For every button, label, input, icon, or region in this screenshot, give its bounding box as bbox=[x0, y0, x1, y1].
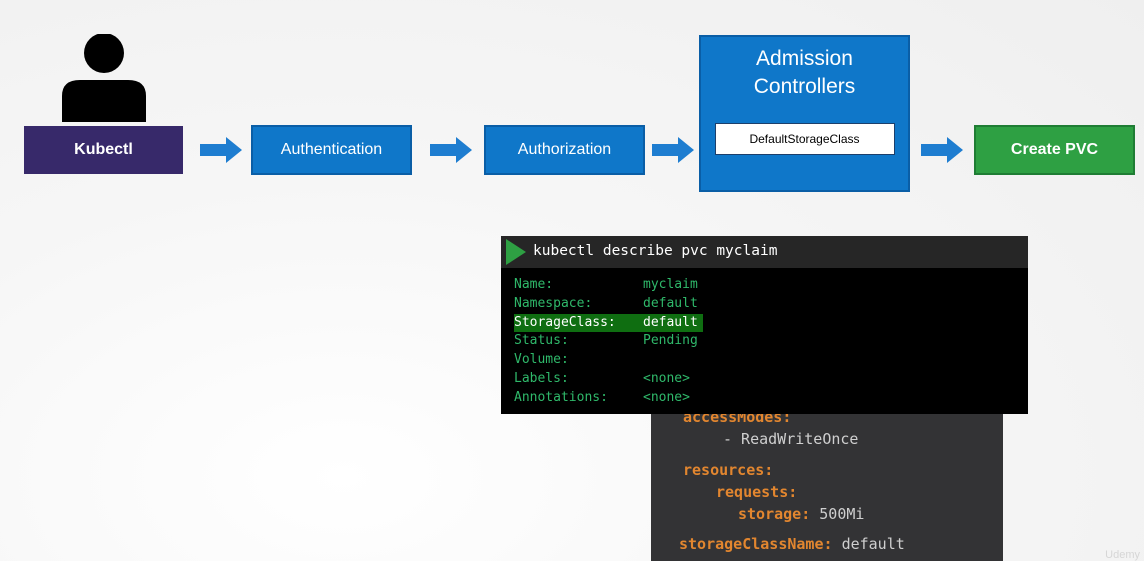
terminal-row: Volume: bbox=[514, 352, 569, 368]
yaml-line-storage: storage: 500Mi bbox=[738, 505, 865, 523]
authorization-box: Authorization bbox=[484, 125, 645, 175]
create-pvc-label: Create PVC bbox=[1010, 141, 1099, 158]
terminal-row: Name:myclaim bbox=[514, 277, 698, 292]
play-icon bbox=[506, 239, 526, 265]
terminal-row: Status:Pending bbox=[514, 333, 698, 349]
user-icon bbox=[62, 34, 146, 122]
kubectl-box: Kubectl bbox=[24, 126, 183, 174]
default-storage-class-box: DefaultStorageClass bbox=[714, 123, 895, 155]
admission-controllers-box: Admission Controllers DefaultStorageClas… bbox=[699, 35, 910, 192]
authorization-label: Authorization bbox=[517, 141, 612, 158]
yaml-line-requests: requests: bbox=[716, 483, 798, 501]
default-storage-class-label: DefaultStorageClass bbox=[749, 132, 860, 146]
watermark: Udemy bbox=[1105, 549, 1140, 561]
terminal-row: Labels:<none> bbox=[514, 370, 690, 386]
terminal-window: kubectl describe pvc myclaim Name:myclai… bbox=[501, 236, 1028, 414]
arrow-right-icon bbox=[430, 137, 472, 163]
terminal-header: kubectl describe pvc myclaim bbox=[501, 236, 1028, 268]
terminal-command: kubectl describe pvc myclaim bbox=[533, 243, 778, 259]
kubectl-label: Kubectl bbox=[74, 141, 133, 158]
admission-controllers-title: Admission Controllers bbox=[753, 47, 856, 98]
authentication-label: Authentication bbox=[280, 141, 383, 158]
terminal-row: Annotations:<none> bbox=[514, 389, 690, 405]
yaml-line-resources: resources: bbox=[683, 461, 774, 479]
arrow-right-icon bbox=[652, 137, 694, 163]
arrow-right-icon bbox=[921, 137, 963, 163]
authentication-box: Authentication bbox=[251, 125, 412, 175]
terminal-row: Namespace:default bbox=[514, 295, 698, 311]
terminal-output: Name:myclaim Namespace:default StorageCl… bbox=[514, 276, 703, 408]
yaml-line-storage-class-name: storageClassName: default bbox=[679, 535, 905, 553]
yaml-line-access-mode-value: - ReadWriteOnce bbox=[723, 430, 859, 448]
create-pvc-box: Create PVC bbox=[974, 125, 1135, 175]
terminal-row-highlighted: StorageClass:default bbox=[514, 313, 703, 333]
arrow-right-icon bbox=[200, 137, 242, 163]
